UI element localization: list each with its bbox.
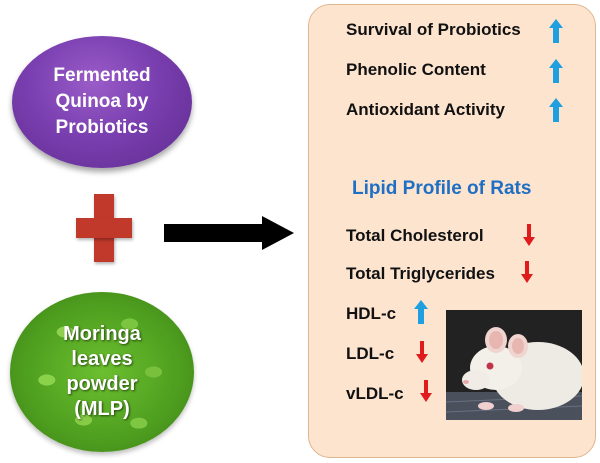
- result-phenolic-content: Phenolic Content: [346, 60, 486, 79]
- up-arrow-icon: [549, 98, 563, 122]
- result-survival-probiotics: Survival of Probiotics: [346, 20, 521, 39]
- down-arrow-icon: [521, 261, 533, 283]
- result-antioxidant-activity: Antioxidant Activity: [346, 100, 505, 119]
- lipid-total-triglycerides: Total Triglycerides: [346, 264, 495, 283]
- up-arrow-icon: [549, 19, 563, 43]
- lipid-vldl-c: vLDL-c: [346, 384, 404, 403]
- fermented-quinoa-circle: Fermented Quinoa by Probiotics: [12, 36, 192, 168]
- lipid-total-cholesterol: Total Cholesterol: [346, 226, 484, 245]
- up-arrow-icon: [414, 300, 428, 324]
- lipid-ldl-c: LDL-c: [346, 344, 395, 363]
- rat-photo: [446, 310, 582, 420]
- down-arrow-icon: [420, 380, 432, 402]
- down-arrow-icon: [523, 224, 535, 246]
- lipid-profile-title: Lipid Profile of Rats: [352, 178, 532, 199]
- right-arrow-icon: [164, 216, 294, 250]
- up-arrow-icon: [549, 59, 563, 83]
- plus-icon: [76, 194, 132, 262]
- lipid-hdl-c: HDL-c: [346, 304, 397, 323]
- fermented-quinoa-label: Fermented Quinoa by Probiotics: [53, 65, 151, 138]
- down-arrow-icon: [416, 341, 428, 363]
- moringa-leaves-circle: Moringa leaves powder (MLP): [10, 292, 194, 452]
- moringa-label: Moringa leaves powder (MLP): [63, 323, 141, 420]
